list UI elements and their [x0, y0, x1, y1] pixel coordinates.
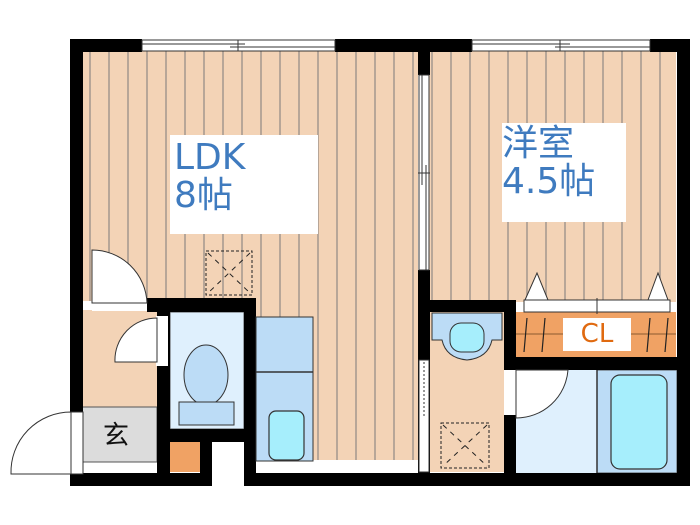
- western-room-name: 洋室: [502, 123, 575, 164]
- ceiling-hatch-ldk: [205, 250, 253, 296]
- ceiling-hatch-washroom: [440, 422, 490, 469]
- window-ldk: [141, 39, 336, 52]
- toilet-fixture: [178, 344, 235, 426]
- bathtub: [610, 374, 668, 470]
- ldk-size: 8帖: [174, 174, 233, 216]
- sliding-door-washroom: [418, 359, 430, 473]
- closet-doors: [523, 271, 671, 314]
- ldk-label: LDK 8帖: [170, 135, 318, 234]
- door-ldk: [91, 249, 148, 311]
- window-western: [471, 39, 651, 52]
- entrance-floor: [81, 406, 158, 463]
- meter-box: [170, 442, 200, 472]
- kitchen-counter: [255, 316, 314, 462]
- entrance-label: 玄: [102, 421, 129, 451]
- western-room-label: 洋室 4.5帖: [502, 123, 626, 222]
- door-toilet: [114, 316, 168, 366]
- washbasin: [431, 312, 503, 361]
- ldk-floor: [82, 51, 418, 460]
- western-room-size: 4.5帖: [502, 160, 596, 202]
- walls: [70, 39, 690, 486]
- closet-label: CL: [563, 318, 631, 351]
- door-entrance: [10, 411, 84, 475]
- door-bathroom: [504, 369, 569, 419]
- ldk-name: LDK: [174, 137, 246, 178]
- sliding-door-ldk-western: [418, 74, 430, 271]
